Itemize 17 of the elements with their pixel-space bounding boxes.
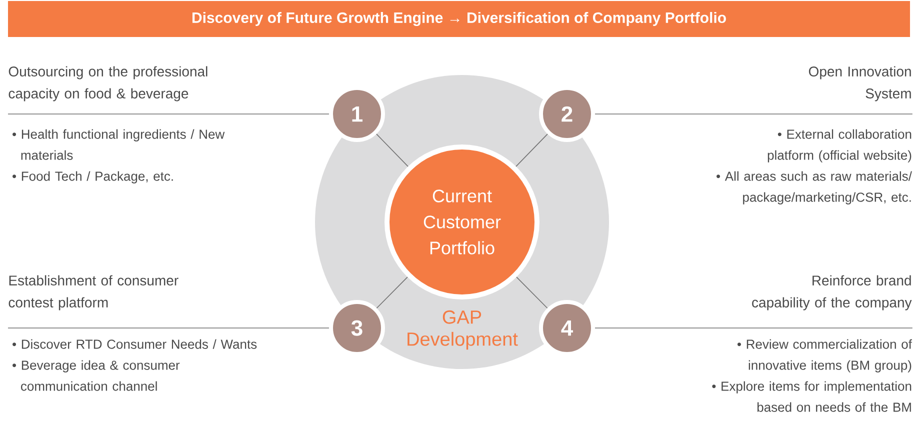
bullet-text: • External collaboration platform (official website) (768, 129, 912, 162)
heading-text: Reinforce brand capability of the company (752, 275, 912, 310)
bullet-text: • Food Tech / Package, etc. (12, 171, 173, 184)
connector-line (516, 134, 548, 167)
connector-line (376, 276, 408, 309)
bullet-text: • Health functional ingredients / New materials (12, 129, 225, 160)
bullet-text: • Beverage idea & consumer communication channel (12, 360, 180, 391)
bullet-text: • Review commercialization of innovative items (BM group) (737, 339, 912, 372)
heading-text: Open Innovation System (808, 66, 911, 102)
bullet-text: • Discover RTD Consumer Needs / Wants (12, 339, 257, 349)
bullet-text: • All areas such as raw materials/ package/marketing/CSR, etc. (716, 171, 912, 204)
heading-text: Outsourcing on the professional capacity on food & beverage (8, 66, 208, 102)
title-bar: Discovery of Future Growth Engine → Diversification of Company Portfolio (8, 1, 910, 37)
heading-text: Establishment of consumer contest platform (8, 275, 178, 310)
bullet-text: • Explore items for implementation based on needs of the BM (712, 381, 912, 412)
connector-line (516, 276, 548, 309)
connector-line (376, 134, 408, 167)
